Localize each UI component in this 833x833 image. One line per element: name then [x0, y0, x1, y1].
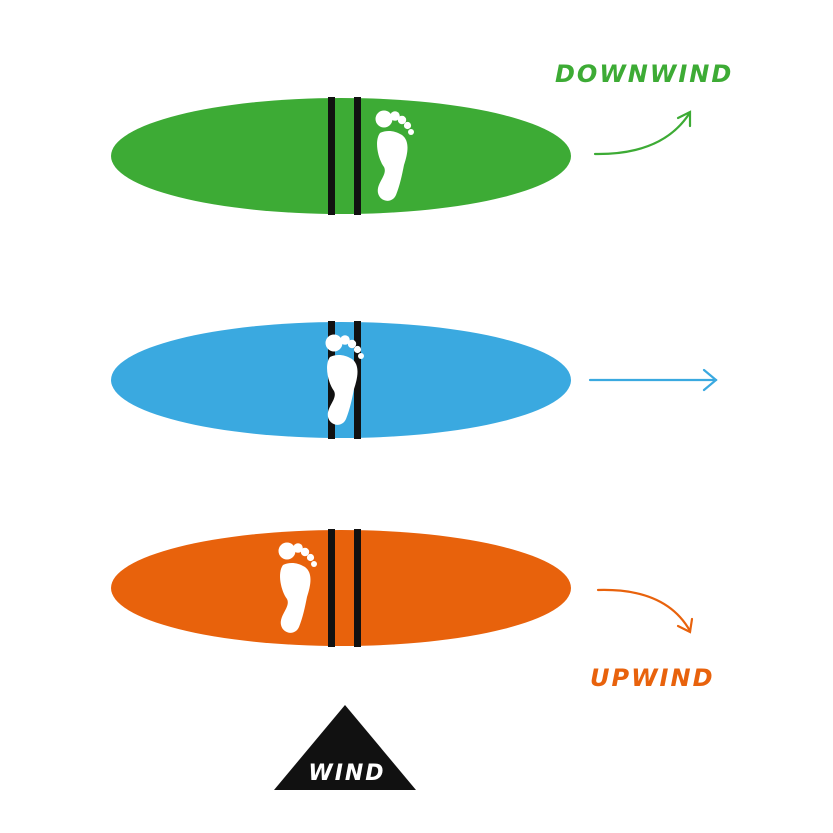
strap-line [328, 529, 335, 647]
downwind-label: DOWNWIND [555, 60, 733, 88]
wind-label: WIND [308, 761, 385, 786]
downwind-board [111, 97, 571, 215]
board-shape [111, 98, 571, 214]
neutral-board [111, 321, 571, 439]
downwind-arrow-icon [593, 110, 692, 156]
board-shape [111, 530, 571, 646]
strap-line [354, 97, 361, 215]
wind-triangle-icon [274, 705, 416, 790]
upwind-board [111, 529, 571, 647]
strap-line [354, 529, 361, 647]
wind-indicator: WIND [274, 705, 416, 790]
straight-arrow-icon [588, 368, 718, 392]
upwind-arrow-icon [596, 588, 694, 634]
upwind-label: UPWIND [590, 664, 715, 692]
strap-line [354, 321, 361, 439]
strap-line [328, 97, 335, 215]
